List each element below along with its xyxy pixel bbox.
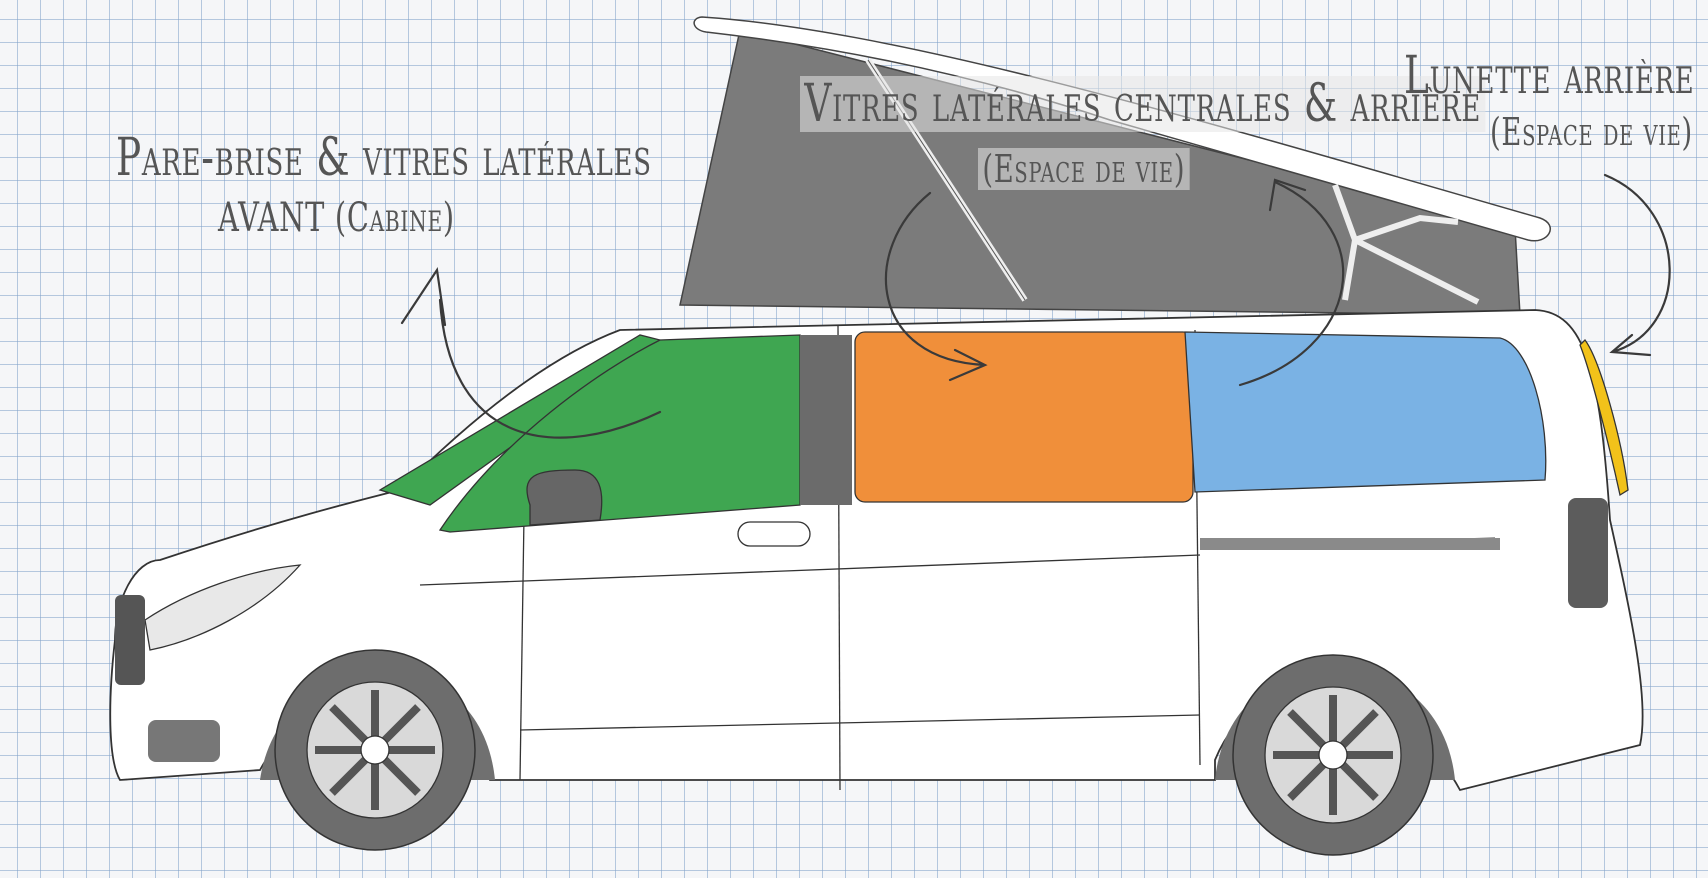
tent-strut-rear [1332, 183, 1480, 305]
tail-light [1568, 498, 1608, 608]
arrow-front [400, 266, 662, 439]
label-front-title: Pare-brise & vitres latérales [116, 128, 652, 188]
arrow-middle-rear [1238, 178, 1345, 387]
rear-trim-strip [1200, 538, 1500, 550]
label-middle-title: Vitres latérales centrales & arrière [800, 76, 1486, 132]
front-door-handle [737, 521, 811, 547]
label-rear-title: Lunette arrière [1404, 46, 1695, 106]
body-crease [419, 554, 1201, 586]
arrow-middle [885, 191, 988, 382]
side-mirror [526, 469, 603, 526]
label-middle-subtitle: (Espace de vie) [978, 148, 1190, 190]
b-pillar [800, 335, 852, 505]
fog-light-grille [148, 720, 220, 762]
rear-wheel [1232, 654, 1434, 856]
rear-window [1579, 339, 1629, 497]
front-grille [115, 595, 145, 685]
label-front-subtitle: AVANT (Cabine) [218, 195, 455, 241]
arrow-rear [1603, 173, 1671, 357]
headlight [144, 564, 302, 651]
rear-side-window [1184, 331, 1547, 493]
sill-line [519, 714, 1201, 731]
label-rear-subtitle: (Espace de vie) [1490, 110, 1693, 154]
middle-side-window [854, 331, 1194, 503]
front-wheel [274, 649, 476, 851]
